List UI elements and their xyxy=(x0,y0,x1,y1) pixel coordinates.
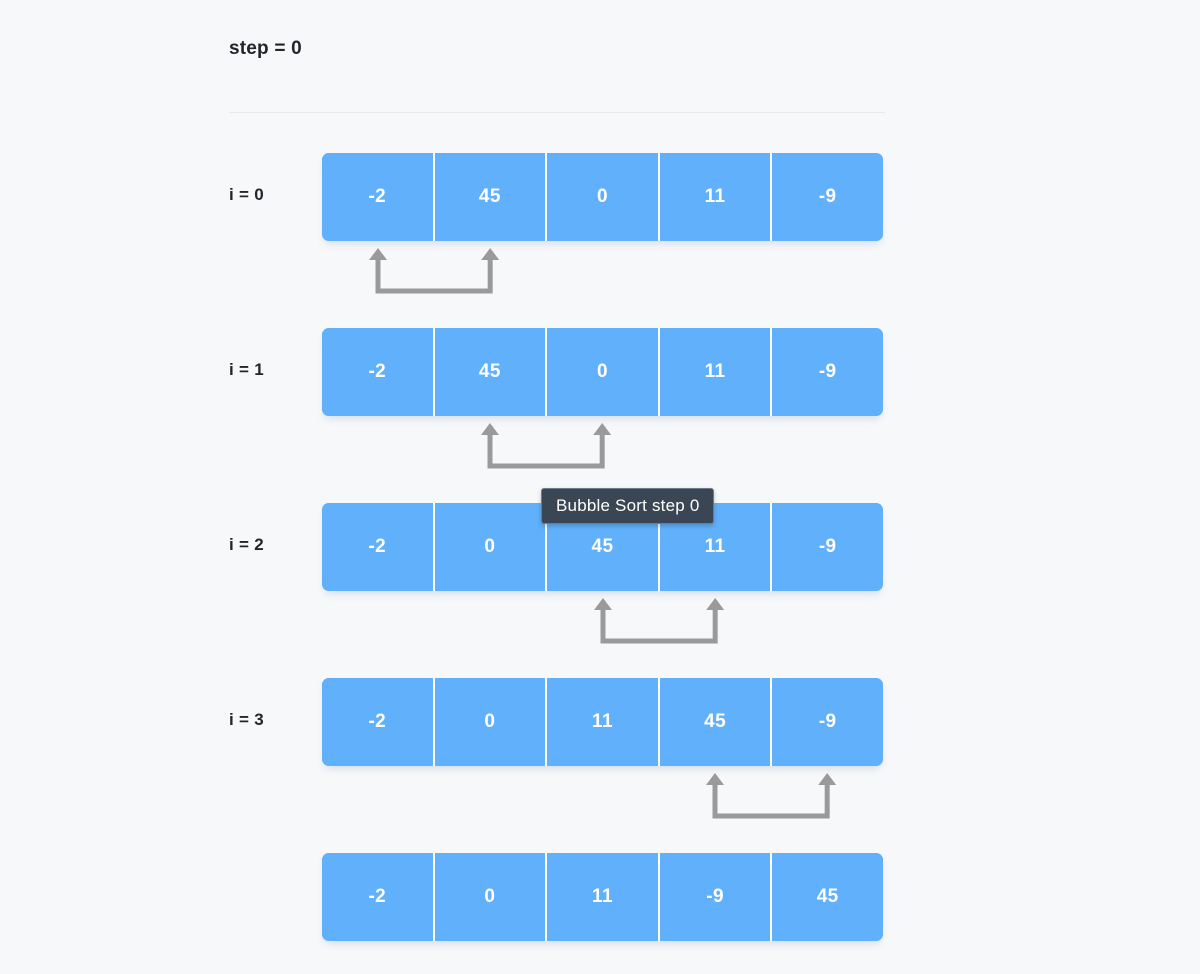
array-cell[interactable]: 0 xyxy=(545,153,658,241)
array-cell[interactable]: -9 xyxy=(657,853,771,941)
array-cell[interactable]: -9 xyxy=(770,153,883,241)
array-cell[interactable]: -9 xyxy=(770,678,883,766)
array-cell[interactable]: 45 xyxy=(770,853,883,941)
array-cell[interactable]: 0 xyxy=(545,328,658,416)
tooltip: Bubble Sort step 0 xyxy=(541,488,715,524)
array-cell[interactable]: 0 xyxy=(432,678,546,766)
array-cell[interactable]: 11 xyxy=(545,853,658,941)
array-cell[interactable]: -9 xyxy=(770,328,883,416)
row-index-label: i = 3 xyxy=(229,710,265,729)
array-cell[interactable]: -2 xyxy=(322,503,433,591)
array-cell[interactable]: 0 xyxy=(432,503,546,591)
header-divider xyxy=(229,112,885,113)
row-index-label: i = 2 xyxy=(229,535,265,554)
array-cell[interactable]: -2 xyxy=(322,853,433,941)
array-cell[interactable]: -2 xyxy=(322,153,433,241)
array-cell[interactable]: 45 xyxy=(657,678,771,766)
array-cell[interactable]: 0 xyxy=(432,853,546,941)
array-cell[interactable]: 45 xyxy=(432,328,546,416)
array-cell[interactable]: 11 xyxy=(657,153,771,241)
array-cell[interactable]: 11 xyxy=(657,328,771,416)
array-cell[interactable]: -9 xyxy=(770,503,883,591)
page-title: step = 0 xyxy=(229,38,302,59)
row-index-label: i = 0 xyxy=(229,185,265,204)
array-cell[interactable]: 11 xyxy=(545,678,658,766)
array-cell[interactable]: -2 xyxy=(322,678,433,766)
array-cell[interactable]: 45 xyxy=(432,153,546,241)
row-index-label: i = 1 xyxy=(229,360,265,379)
array-cell[interactable]: -2 xyxy=(322,328,433,416)
